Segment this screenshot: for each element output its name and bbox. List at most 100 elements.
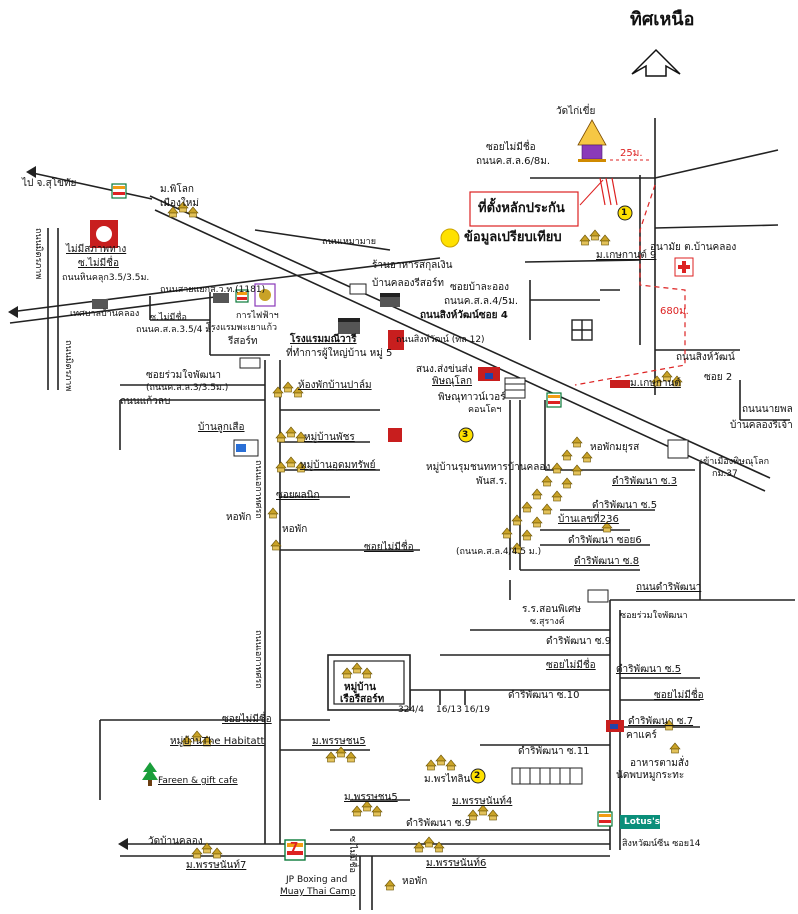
seven-eleven-icon: [284, 839, 306, 861]
building-icon: [606, 720, 624, 732]
marker-3: [458, 427, 474, 443]
comparable-dot-icon: [440, 228, 460, 248]
label-soi-nochue3: ซ.ไม่มีชื่อ: [150, 313, 187, 323]
label-seven: 7: [290, 840, 299, 854]
label-canal: คาแคร์: [626, 730, 657, 741]
label-school: ร.ร.สอนพิเศษ: [522, 604, 581, 615]
highway-singhawat: [149, 195, 771, 492]
label-sonthong: สนง.ส่งข่นส่ง: [416, 364, 473, 375]
label-road-naiphon: ถนนนายพล: [742, 404, 793, 415]
label-jaroen-10: ดำริพัฒนา ซ.10: [508, 690, 580, 701]
label-school2: ซ.สุรางค์: [530, 617, 565, 627]
label-road-ssl335: (ถนนค.ส.ล.3/3.5ม.): [146, 383, 229, 393]
label-dorm-mayura: หอพักมยุรส: [590, 442, 640, 453]
road-1181c: [259, 257, 441, 281]
label-soi-nochue2: ซ.ไม่มีชื่อ: [78, 258, 119, 269]
main-office-pointer: [579, 179, 604, 206]
label-dorm-banpalm: ห้องพักบ้านปาล์ม: [298, 380, 372, 391]
label-ban-luksuea: บ้านลูกเสือ: [198, 422, 245, 433]
house-icon: [669, 742, 681, 754]
label-road-ssl354: ถนนค.ส.ล.3.5/4 ม.: [136, 325, 215, 335]
building-icon: [213, 293, 229, 303]
route-dashed: [574, 184, 686, 386]
label-food-shop: อาหารตามสั่ง: [630, 758, 689, 769]
road-to-sukhothai: [27, 171, 153, 200]
label-m-phiklok: ม.พิโลก: [160, 184, 194, 195]
label-municipality: เทศบาลบ้านคลอง: [70, 309, 140, 319]
lotus-icon: [620, 815, 660, 829]
house-icon: [580, 230, 610, 245]
tree-icon: [142, 762, 158, 786]
label-m-phrasuchin7: ม.พรรษนันท์7: [186, 860, 247, 871]
post-office-icon: [90, 220, 118, 248]
house-icon: [426, 755, 456, 770]
label-jaroen-6: ดำริพัฒนา ซอย6: [568, 535, 642, 546]
house-icon: [267, 507, 279, 519]
label-pitsanulok: พิษณุโลก: [432, 376, 473, 387]
label-phitsanu-tower: พิษณุทาวน์เวอร์: [438, 392, 506, 403]
label-khaokao: นัดพบหมูกระทะ: [616, 770, 685, 781]
label-jaroen-9b: ดำริพัฒนา ซ.9: [406, 818, 472, 829]
main-office-label: ที่ตั้งหลักประกัน: [478, 201, 565, 216]
marker-2: [470, 768, 486, 784]
distance-25m: 25ม.: [620, 148, 643, 159]
label-soi-nochue7: ซอยไม่มีชื่อ: [222, 714, 272, 725]
label-jaroen-11: ดำริพัฒนา ซ.11: [518, 746, 590, 757]
label-road-jaroen: ถนนดำริพัฒนา: [636, 582, 702, 593]
north-arrow-icon: [631, 48, 681, 77]
label-soi-nochue6: ซอยไม่มีชื่อ: [654, 690, 704, 701]
label-h1619: 16/19: [464, 705, 490, 715]
marker-2-label: 2: [474, 771, 481, 781]
building-icon: [338, 318, 360, 334]
label-sing-road14: สิงหวัฒน์ซีน ซอย14: [622, 839, 701, 849]
label-m-kasetkan9: ม.เกษกานต์ 9: [596, 250, 657, 261]
label-dorm1: หอพัก: [226, 512, 252, 523]
label-jaroen-5: ดำริพัฒนา ซ.5: [592, 500, 658, 511]
label-road-singhawat-4: ถนนสิงห์วัฒน์ซอย 4: [420, 310, 508, 321]
label-m-kasetkan2: ม.เกษกานต์: [630, 378, 681, 389]
label-road-ssl45: ถนนค.ส.ล.4/5ม.: [444, 296, 519, 307]
marker-3-label: 3: [462, 430, 469, 440]
label-soi-nochue8: ซ.ไม่มีชื่อ: [347, 836, 357, 873]
label-mueang-mai: เมืองใหม่: [160, 198, 199, 209]
seven-eleven-icon: [546, 392, 562, 408]
label-road-sanambin: ถนนเหมามาย: [322, 237, 377, 247]
marker-1-label: 1: [621, 208, 628, 218]
temple-icon: [577, 119, 607, 162]
arrow-left-icon: [118, 838, 128, 850]
house-icon: [414, 837, 444, 852]
marker-1: [617, 205, 633, 221]
label-road-ssl445: (ถนนค.ส.ล.4/4.5 ม.): [456, 547, 542, 557]
label-h3244: 324/4: [398, 705, 424, 715]
road-1181: [9, 279, 261, 313]
label-m-phrasuchin4: ม.พรรษนันท์4: [452, 796, 513, 807]
label-road-singhawat: ถนนสิงห์วัฒน์: [676, 352, 735, 363]
label-jaroen-9: ดำริพัฒนา ซ.9: [546, 636, 612, 647]
label-jp-boxing2: Muay Thai Camp: [280, 887, 356, 897]
shop-row: [511, 767, 583, 785]
seven-eleven-icon: [111, 183, 127, 199]
label-soi2: ซอย 2: [704, 372, 733, 383]
label-jaroen-3: ดำริพัฒนา ซ.3: [612, 476, 678, 487]
label-road-singhawat-12: ถนนสิงห์วัฒน์ (ทล 12): [396, 335, 485, 345]
label-m-habitat: หมู่บ้านThe Habitatt: [170, 736, 265, 747]
comparable-label: ข้อมูลเปรียบเทียบ: [464, 230, 562, 245]
label-hotel-matkaew: โรงแรมพะเยาแก้ว: [206, 323, 278, 333]
label-m-resort2: เรือรีสอร์ท: [340, 694, 385, 705]
label-road-ssl68: ถนนค.ส.ล.6/8ม.: [476, 156, 551, 167]
main-office-box: [469, 191, 579, 227]
seven-eleven-icon: [597, 811, 613, 827]
road-maomai: [254, 229, 391, 251]
label-road-kaeolap: ถนนแก้วลบ: [120, 396, 171, 407]
building-icon: [667, 439, 689, 459]
label-m-udomsap: หมู่บ้านอุดมทรัพย์: [300, 460, 376, 471]
building-icon: [233, 439, 259, 457]
post-office-icon: [388, 330, 404, 350]
label-m-tahan: หมู่บ้านรุมชนทหารบ้านคลอง: [426, 462, 551, 473]
north-label: ทิศเหนือ: [630, 9, 695, 30]
label-dorm2: หอพัก: [282, 524, 308, 535]
road-ne2: [654, 224, 779, 229]
grid-block: [571, 319, 593, 341]
road-1181b: [9, 296, 216, 324]
label-wat-kaichia: วัดไก่เขี่ย: [556, 106, 596, 117]
